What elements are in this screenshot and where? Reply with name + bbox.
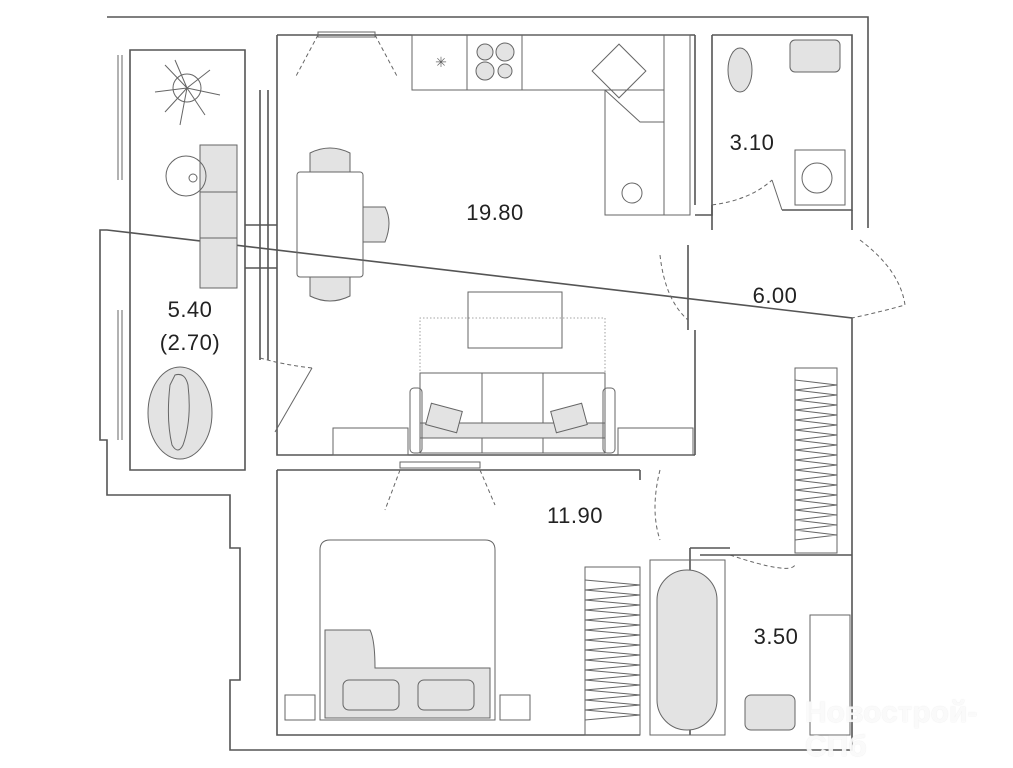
door-swing-hall <box>659 239 906 321</box>
wall-hall <box>700 210 853 556</box>
coffee-table <box>467 291 563 349</box>
wardrobe-hatch <box>584 579 641 721</box>
area-bathroom-1: 3.10 <box>729 130 775 155</box>
side-cabinet <box>617 427 694 456</box>
dog-icon <box>167 374 190 451</box>
pet-bed <box>147 366 213 460</box>
cushion <box>550 402 588 434</box>
wall-living-right <box>687 35 713 455</box>
area-bedroom: 11.90 <box>547 503 603 528</box>
wall-bedroom <box>276 469 730 736</box>
kitchen-sink <box>591 43 647 99</box>
washing-machine-drum <box>801 162 833 194</box>
living-window <box>317 31 376 38</box>
balcony-sofa <box>199 144 238 289</box>
wardrobe-hatch <box>794 379 838 541</box>
bath1-sink <box>789 39 841 73</box>
sink <box>744 694 796 731</box>
area-balcony-reduced: (2.70) <box>159 330 221 355</box>
balcony-door <box>274 367 313 433</box>
area-hall: 6.00 <box>752 283 798 308</box>
pillow <box>342 679 400 711</box>
washing-machine <box>794 149 846 206</box>
outer-wall <box>99 16 869 751</box>
bedroom-window <box>399 461 481 469</box>
area-kitchen-living: 19.80 <box>466 200 524 225</box>
round-table-cup <box>188 173 198 183</box>
dining-chairs <box>309 147 390 302</box>
kitchen-cabinets <box>466 34 691 216</box>
nightstand <box>284 694 316 721</box>
dining-table <box>296 171 364 278</box>
bathtub <box>656 569 718 731</box>
sofa-seams <box>481 373 544 453</box>
door-swing-bath1 <box>711 179 773 206</box>
balcony-window <box>117 55 123 440</box>
sofa-arm <box>602 387 616 454</box>
kitchen-counter <box>411 34 665 91</box>
balcony-sofa-seams <box>200 191 237 239</box>
door-swing-bedroom <box>384 469 796 569</box>
stove-burner <box>495 42 515 62</box>
side-cabinet <box>332 427 409 456</box>
toilet <box>727 47 753 93</box>
wall-living <box>245 35 695 456</box>
stove-burner <box>475 61 495 81</box>
dishwasher-icon <box>621 182 643 204</box>
nightstand <box>499 694 531 721</box>
living-window-light <box>294 34 399 79</box>
sofa-arm <box>409 387 423 454</box>
snowflake-icon: ✳ <box>435 54 447 70</box>
round-table <box>165 155 207 197</box>
pillow <box>417 679 475 711</box>
watermark: Новострой-СПб <box>805 696 978 763</box>
bedroom-wardrobe <box>584 566 641 736</box>
bed <box>319 539 496 721</box>
stove-burner <box>497 63 513 79</box>
cushion <box>425 402 463 434</box>
washer-cabinet <box>809 614 851 736</box>
wall-bath1 <box>711 34 853 211</box>
area-balcony: 5.40 <box>167 297 213 322</box>
sofa <box>419 372 606 454</box>
door-bath1 <box>771 179 783 211</box>
plant-icon <box>154 59 221 126</box>
bathtub-frame <box>649 559 726 736</box>
area-bathroom-2: 3.50 <box>753 624 799 649</box>
stove-burner <box>476 43 494 61</box>
